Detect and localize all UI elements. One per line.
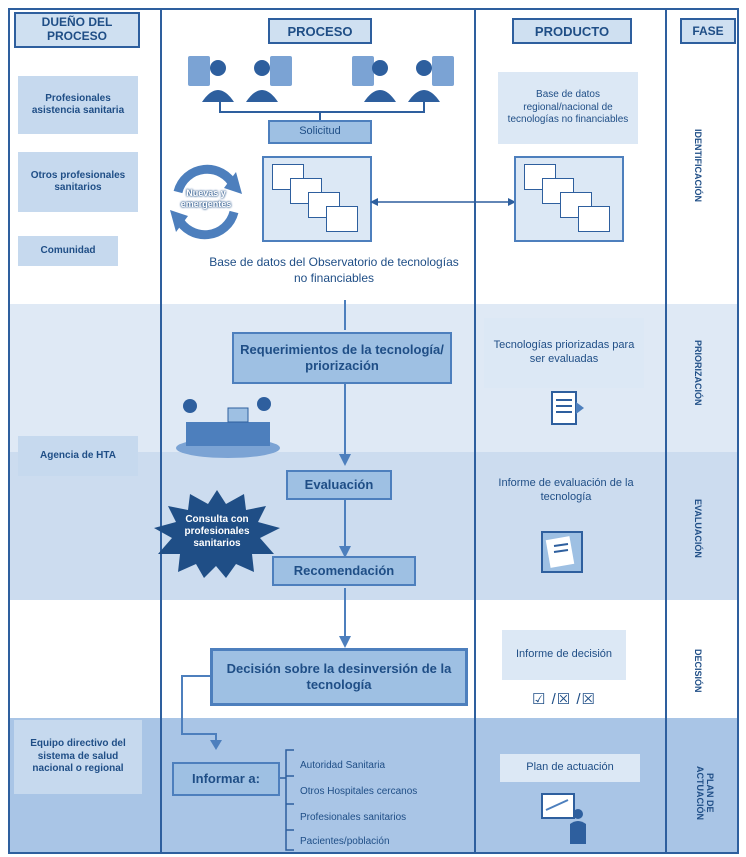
consulta-label: Consulta con profesionales sanitarios	[184, 514, 250, 549]
product-decision: Informe de decisión	[502, 630, 626, 680]
report-icon	[541, 531, 583, 573]
decision-checkbox-icons: ☑ /☒ /☒	[531, 691, 596, 708]
evaluacion-box: Evaluación	[286, 470, 392, 500]
owner-profesionales-asistencia: Profesionales asistencia sanitaria	[18, 76, 138, 134]
outer-frame	[8, 8, 739, 854]
header-owner: DUEÑO DEL PROCESO	[14, 12, 140, 48]
product-evaluacion: Informe de evaluación de la tecnología	[498, 477, 634, 503]
database-caption: Base de datos del Observatorio de tecnol…	[209, 255, 459, 286]
column-divider-3	[665, 8, 667, 854]
document-list-icon	[551, 391, 584, 425]
decision-box: Decisión sobre la desinversión de la tec…	[210, 648, 468, 706]
product-identificacion: Base de datos regional/nacional de tecno…	[498, 72, 638, 144]
phase-identificacion: IDENTIFICACIÓN	[692, 128, 703, 202]
owner-equipo-directivo: Equipo directivo del sistema de salud na…	[14, 720, 142, 794]
header-phase: FASE	[680, 18, 736, 44]
requerimientos-box: Requerimientos de la tecnología/ prioriz…	[232, 332, 452, 384]
owner-comunidad: Comunidad	[18, 236, 118, 266]
cycle-arrows-icon	[170, 164, 242, 240]
requesters-illustration	[188, 56, 454, 122]
column-divider-1	[160, 8, 162, 854]
nuevas-emergentes-label: Nuevas y emergentes	[180, 188, 232, 209]
meeting-illustration	[176, 397, 280, 458]
solicitud-box: Solicitud	[268, 120, 372, 144]
owner-agencia-hta: Agencia de HTA	[18, 436, 138, 476]
process-flow-arrows	[339, 300, 351, 648]
product-actuacion: Plan de actuación	[500, 754, 640, 782]
phase-priorizacion: PRIORIZACIÓN	[692, 340, 703, 406]
owner-otros-profesionales: Otros profesionales sanitarios	[18, 152, 138, 212]
informar-item-2: Otros Hospitales cercanos	[300, 786, 418, 797]
column-divider-2	[474, 8, 476, 854]
informar-item-3: Profesionales sanitarios	[300, 812, 407, 823]
product-doc-4	[578, 206, 610, 232]
database-link-arrow	[370, 198, 516, 206]
product-priorizacion: Tecnologías priorizadas para ser evaluad…	[484, 318, 644, 388]
header-product: PRODUCTO	[512, 18, 632, 44]
phase-evaluacion: EVALUACIÓN	[692, 498, 703, 558]
informar-item-1: Autoridad Sanitaria	[300, 760, 386, 771]
phase-decision: DECISIÓN	[692, 649, 703, 693]
recomendacion-box: Recomendación	[272, 556, 416, 586]
informar-bracket	[280, 749, 294, 851]
presenter-icon	[541, 793, 586, 844]
header-process: PROCESO	[268, 18, 372, 44]
informar-item-4: Pacientes/población	[300, 836, 390, 847]
informar-box: Informar a:	[172, 762, 280, 796]
informar-connector	[181, 675, 222, 750]
database-doc-4	[326, 206, 358, 232]
phase-plan-actuacion: PLAN DE ACTUACIÓN	[695, 766, 715, 820]
consulta-starburst	[154, 490, 280, 578]
